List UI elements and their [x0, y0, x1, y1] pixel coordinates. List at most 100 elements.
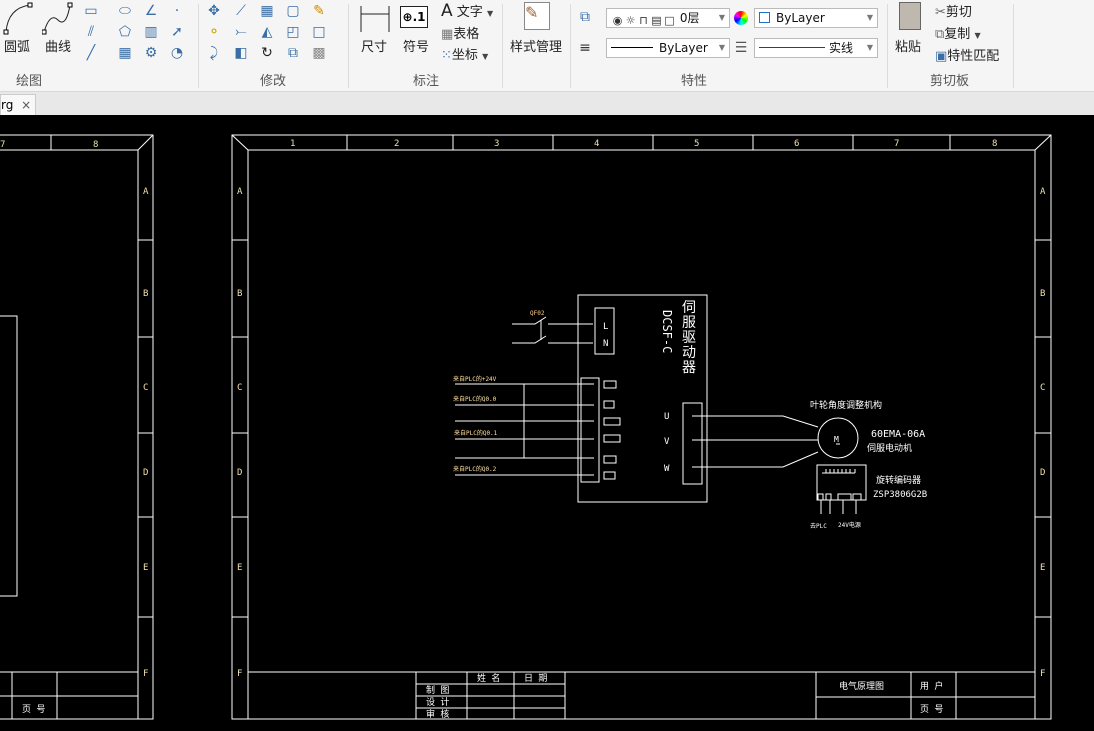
color-select[interactable]: ByLayer▼ [754, 8, 878, 28]
col-label: 1 [290, 139, 295, 149]
style-manager-label: 样式管理 [510, 40, 563, 55]
document-tab-bar: rg × [0, 92, 1094, 115]
printer-icon[interactable]: ▤ [651, 14, 662, 27]
chamfer-icon[interactable]: ◧ [234, 45, 248, 61]
row-label: F [1040, 669, 1045, 679]
linetype-value: 实线 [829, 41, 854, 55]
linetype-select[interactable]: 实线▼ [754, 38, 878, 58]
edit-icon[interactable]: ✎ [313, 3, 325, 19]
scale-icon[interactable]: ◰ [286, 24, 300, 40]
encoder-model: ZSP3806G2B [873, 490, 927, 500]
sun-icon[interactable]: ☼ [625, 14, 636, 27]
terminal-W: W [664, 464, 670, 474]
col-label: 5 [694, 139, 699, 149]
region-icon[interactable]: ◔ [170, 45, 184, 61]
page-no-label: 页 号 [22, 704, 45, 715]
coordinate-button[interactable]: ⁙坐标 ▼ [441, 48, 489, 63]
curve-icon [41, 2, 73, 35]
mirror-icon[interactable]: ◭ [261, 24, 273, 40]
text-icon: A [441, 1, 453, 21]
motor-symbol [817, 417, 859, 459]
mechanism-label: 叶轮角度调整机构 [810, 399, 882, 411]
text-button[interactable]: A 文字 ▼ [441, 1, 494, 21]
color-wheel-icon[interactable] [734, 11, 748, 25]
encoder-plc-label: 去PLC [810, 522, 827, 530]
arc-button[interactable]: 圆弧 [2, 2, 38, 62]
col-label: 3 [494, 139, 499, 149]
servo-driver-box [577, 294, 708, 503]
row-label: B [237, 289, 242, 299]
bulb-icon[interactable]: ◉ [612, 14, 623, 27]
breaker-label: QF02 [530, 310, 545, 317]
stretch-icon[interactable]: ⤸ [209, 45, 219, 61]
row-label: C [1040, 383, 1045, 393]
dropdown-icon: ▼ [718, 39, 725, 57]
col-label: 6 [794, 139, 799, 149]
polygon-icon[interactable]: ⬠ [118, 24, 132, 40]
frame-icon[interactable]: □ [312, 24, 326, 40]
hatch-edit-icon[interactable]: ▩ [312, 45, 326, 61]
copy-object-icon[interactable]: ⚬ [208, 24, 220, 40]
rectangle-icon[interactable]: ▭ [84, 3, 98, 19]
paste-label: 粘贴 [895, 40, 922, 55]
arc-label: 圆弧 [4, 40, 31, 55]
curve-label: 曲线 [45, 40, 72, 55]
linetype-icon[interactable]: ☰ [734, 40, 748, 56]
lock-icon[interactable]: ⊓ [639, 14, 648, 27]
copy-button[interactable]: ⧉复制 ▼ [935, 27, 981, 42]
offset-icon[interactable]: ▢ [286, 3, 300, 19]
array-icon[interactable]: ▦ [260, 3, 274, 19]
symbol-icon: ⊕.1 [400, 6, 428, 28]
col-label: 7 [0, 140, 5, 150]
input-label: 来自PLC的Q0.2 [453, 465, 497, 473]
3d-icon[interactable]: ⧉ [288, 45, 298, 61]
servo-model: DCSF-C [660, 310, 674, 353]
point-icon[interactable]: · [174, 3, 180, 19]
arrow-icon[interactable]: ➚ [171, 24, 183, 40]
page-no-label: 页 号 [920, 704, 943, 715]
row-label: B [143, 289, 148, 299]
lineweight-select[interactable]: ByLayer▼ [606, 38, 730, 58]
draw-group-label: 绘图 [16, 74, 43, 89]
user-label: 用 户 [920, 680, 943, 692]
cut-button[interactable]: ✂剪切 [935, 5, 972, 20]
double-line-icon[interactable]: ⫽ [87, 24, 95, 40]
angle-icon[interactable]: ∠ [144, 3, 158, 19]
terminal-V: V [664, 437, 670, 447]
match-properties-button[interactable]: ▣特性匹配 [935, 49, 1000, 64]
date-header: 日 期 [524, 673, 547, 684]
col-label: 4 [594, 139, 599, 149]
scissors-icon: ✂ [935, 5, 946, 20]
dimension-button[interactable]: 尺寸 [358, 4, 392, 64]
curve-button[interactable]: 曲线 [41, 2, 78, 62]
hatch-icon[interactable]: ▦ [118, 45, 132, 61]
col-label: 8 [93, 140, 98, 150]
rotate-icon[interactable]: ↻ [261, 45, 273, 61]
input-label: 来自PLC的+24V [453, 375, 497, 383]
close-tab-icon[interactable]: × [21, 98, 32, 112]
gear-icon[interactable]: ⚙ [144, 45, 158, 61]
document-tab[interactable]: rg × [0, 94, 36, 115]
color-value: ByLayer [776, 11, 825, 25]
layer-manager-icon[interactable]: ⧉ [580, 9, 590, 25]
trim-icon[interactable]: ⟋ [236, 3, 246, 19]
layer-select[interactable]: ◉☼⊓▤□ 0层▼ [606, 8, 730, 28]
row-label: A [237, 187, 243, 197]
table-button[interactable]: ▦表格 [441, 27, 480, 42]
symbol-button[interactable]: ⊕.1 符号 [400, 6, 434, 66]
block-icon[interactable]: ▥ [144, 24, 158, 40]
paste-button[interactable]: 粘贴 [895, 2, 927, 64]
move-icon[interactable]: ✥ [208, 3, 220, 19]
col-label: 2 [394, 139, 399, 149]
row-label: E [1040, 563, 1045, 573]
properties-group-label: 特性 [681, 74, 708, 89]
line-icon[interactable]: ╱ [86, 45, 96, 61]
ellipse-icon[interactable]: ⬭ [119, 3, 131, 19]
col-label: 7 [894, 139, 899, 149]
lineweight-icon[interactable]: ≡ [579, 40, 591, 56]
extend-icon[interactable]: ⤚ [235, 24, 247, 40]
style-manager-button[interactable]: ✎ 样式管理 [510, 2, 570, 64]
